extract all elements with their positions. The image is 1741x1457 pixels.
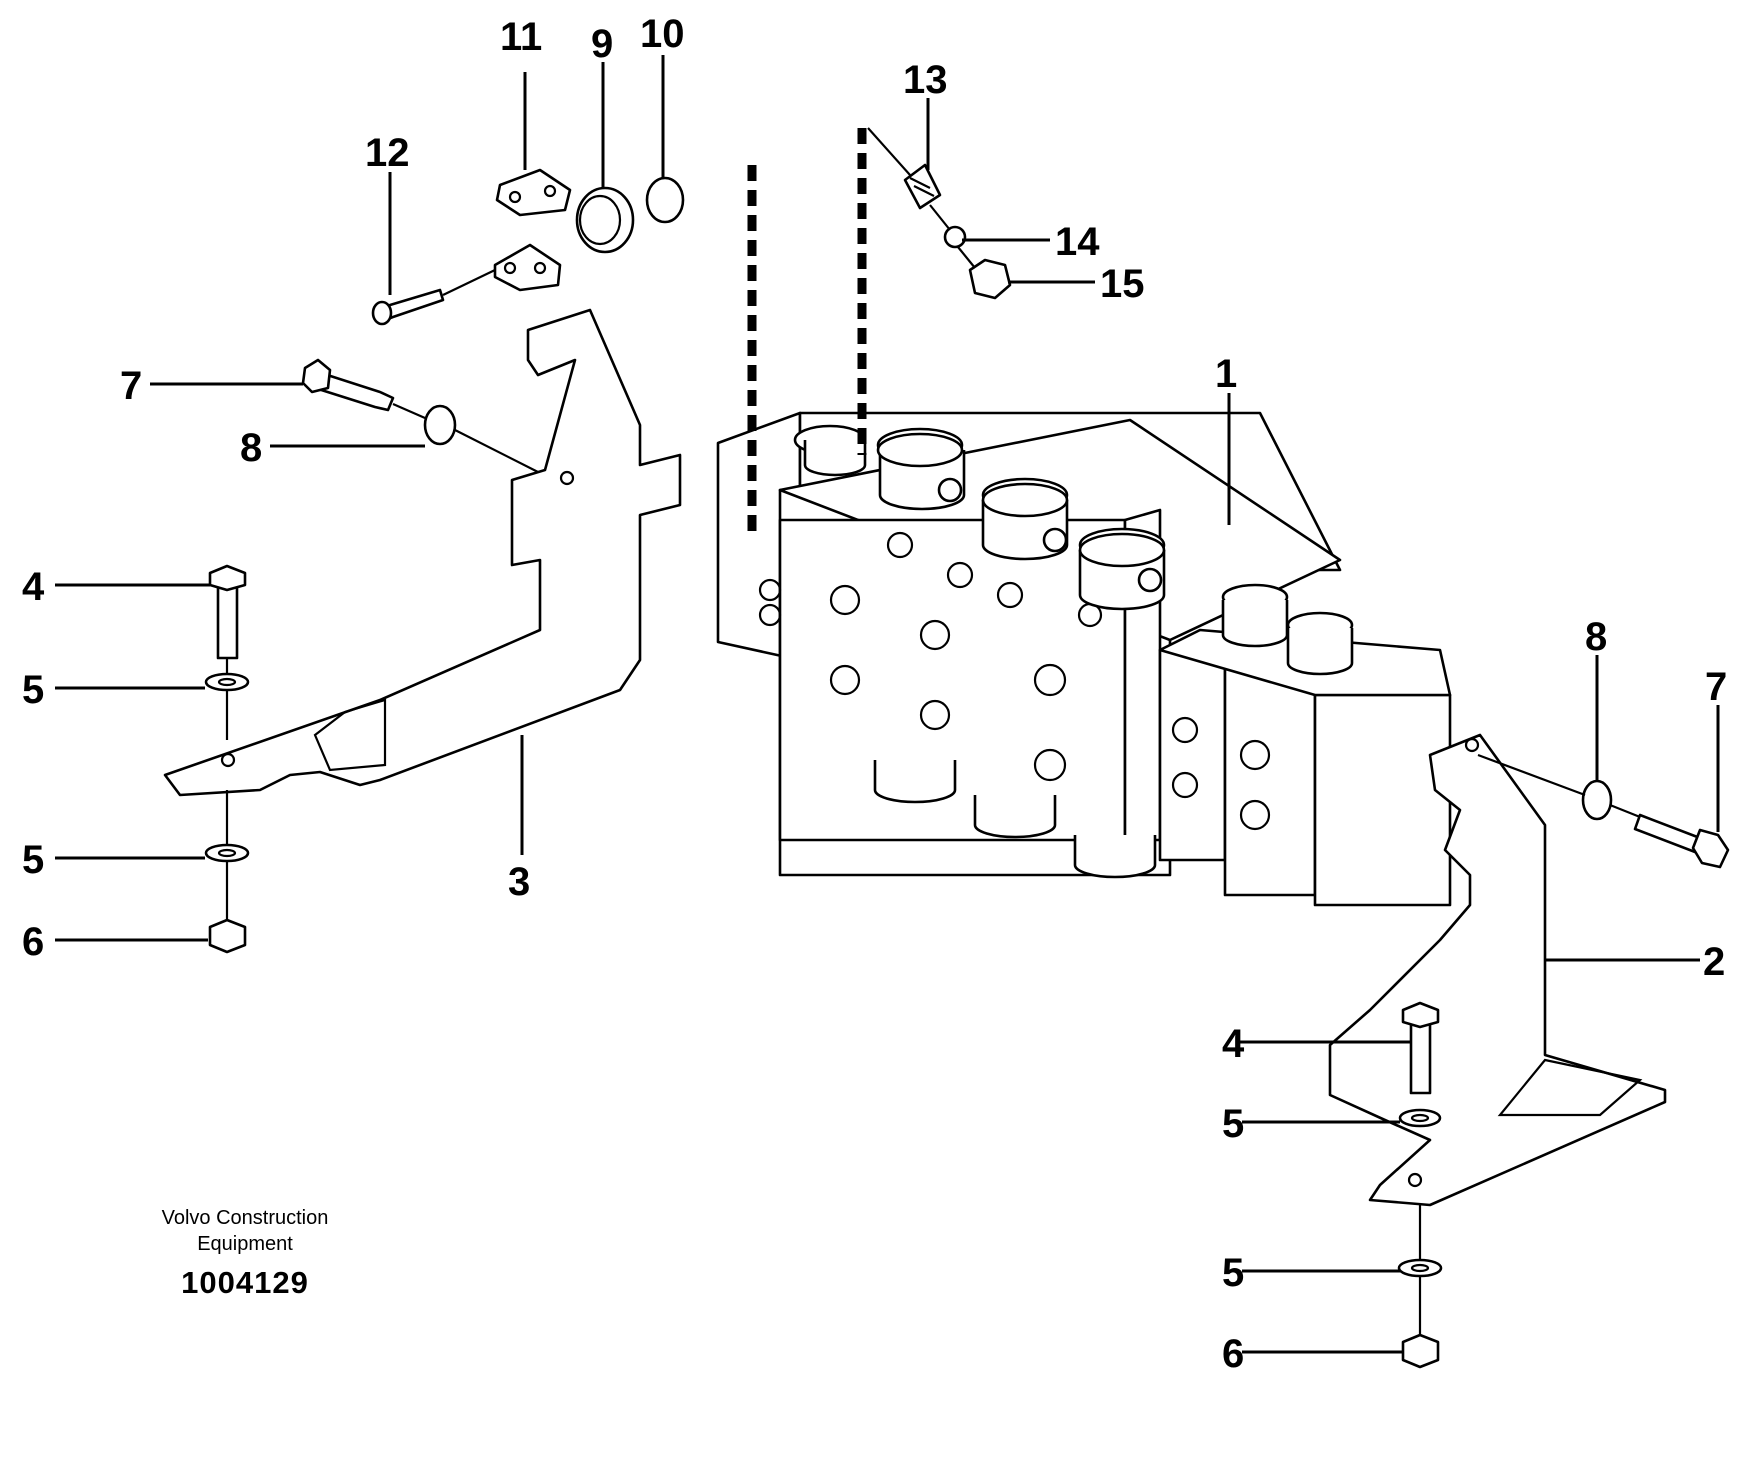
callout-8-right: 8 — [1585, 615, 1607, 659]
company-name-line1: Volvo Construction — [161, 1207, 329, 1229]
callout-8-left: 8 — [240, 426, 262, 470]
o-ring-small — [943, 225, 967, 249]
washer-left-5-top — [204, 672, 250, 692]
plug — [575, 186, 635, 254]
callout-3: 3 — [508, 860, 530, 904]
nipple — [903, 163, 942, 210]
callout-6-left: 6 — [22, 920, 44, 964]
callout-6-right: 6 — [1222, 1332, 1244, 1376]
nut-right-6 — [1401, 1333, 1440, 1369]
callout-5-right-bottom: 5 — [1222, 1251, 1244, 1295]
solenoid-caps — [793, 424, 1354, 676]
callout-5-left-top: 5 — [22, 668, 44, 712]
washer-left-8 — [423, 404, 457, 446]
callout-1: 1 — [1215, 352, 1237, 396]
callout-12: 12 — [365, 131, 410, 175]
o-ring — [645, 176, 685, 224]
callout-5-right-top: 5 — [1222, 1102, 1244, 1146]
leader-lines — [55, 55, 1720, 1354]
callout-5-left-bottom: 5 — [22, 838, 44, 882]
bolt-right-7 — [1633, 813, 1730, 869]
callout-7-right: 7 — [1705, 665, 1727, 709]
callout-7-left: 7 — [120, 364, 142, 408]
bolt-left-7 — [301, 358, 395, 412]
drawing-number: 1004129 — [181, 1265, 309, 1300]
callout-4-left: 4 — [22, 565, 45, 609]
company-name-line2: Equipment — [197, 1233, 293, 1255]
washer-right-8 — [1581, 779, 1613, 821]
flange-half-lower — [493, 243, 562, 292]
callout-2: 2 — [1703, 940, 1725, 984]
port-holes — [758, 531, 1271, 831]
callout-9: 9 — [591, 22, 613, 66]
callout-15: 15 — [1100, 262, 1145, 306]
washer-left-5-bottom — [204, 843, 250, 863]
bolt-right-4 — [1401, 1001, 1440, 1095]
nut-left-6 — [208, 918, 247, 954]
callout-14: 14 — [1055, 220, 1100, 264]
cap-nut — [968, 258, 1012, 300]
washer-right-5-bottom — [1397, 1258, 1443, 1278]
left-bracket — [163, 308, 682, 797]
callout-11: 11 — [500, 15, 542, 59]
screw — [371, 288, 445, 326]
control-valve-block — [716, 411, 1452, 907]
company-caption: Volvo Construction Equipment 1004129 — [100, 1205, 390, 1301]
callout-numbers: 1 2 3 4 5 5 6 7 8 9 10 11 12 13 14 15 4 … — [22, 12, 1727, 1376]
callout-4-right: 4 — [1222, 1022, 1245, 1066]
bolt-left-4 — [208, 564, 247, 660]
washer-right-5-top — [1398, 1108, 1442, 1128]
callout-10: 10 — [640, 12, 685, 56]
callout-13: 13 — [903, 58, 948, 102]
flange-half-upper — [495, 168, 572, 217]
